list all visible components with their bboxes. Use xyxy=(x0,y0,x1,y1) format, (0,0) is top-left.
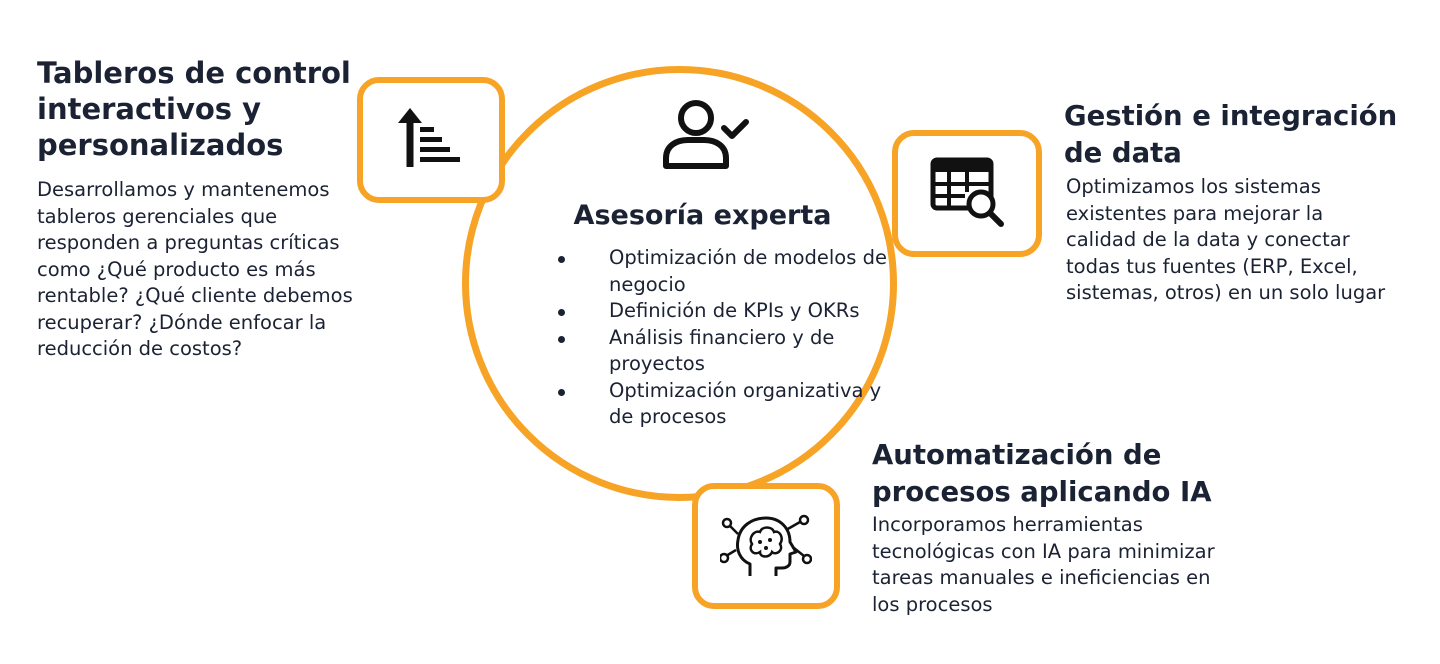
list-item: Optimización de modelos de negocio xyxy=(556,245,896,298)
data-icon-box xyxy=(892,130,1042,257)
center-list: Optimización de modelos de negocio Defin… xyxy=(556,245,896,431)
sort-ascending-icon xyxy=(396,103,466,177)
data-description: Optimizamos los sistemas existentes para… xyxy=(1066,175,1386,304)
ai-icon-box xyxy=(692,483,840,609)
dashboard-icon-box xyxy=(357,77,505,203)
table-search-icon xyxy=(927,152,1007,236)
automation-heading: Automatización de procesos aplicando IA xyxy=(872,439,1212,508)
user-check-icon xyxy=(656,96,752,176)
dashboards-heading: Tableros de control interactivos y perso… xyxy=(37,56,351,162)
center-title: Asesoría experta xyxy=(573,200,832,231)
list-item: Definición de KPIs y OKRs xyxy=(556,298,896,325)
list-item: Análisis financiero y de proyectos xyxy=(556,325,896,378)
list-item: Optimización organizativa y de procesos xyxy=(556,378,896,431)
ai-head-icon xyxy=(718,504,813,588)
automation-description: Incorporamos herramientas tecnológicas c… xyxy=(872,513,1215,616)
data-heading: Gestión e integración de data xyxy=(1064,100,1398,169)
dashboards-description: Desarrollamos y mantenemos tableros gere… xyxy=(37,178,353,360)
